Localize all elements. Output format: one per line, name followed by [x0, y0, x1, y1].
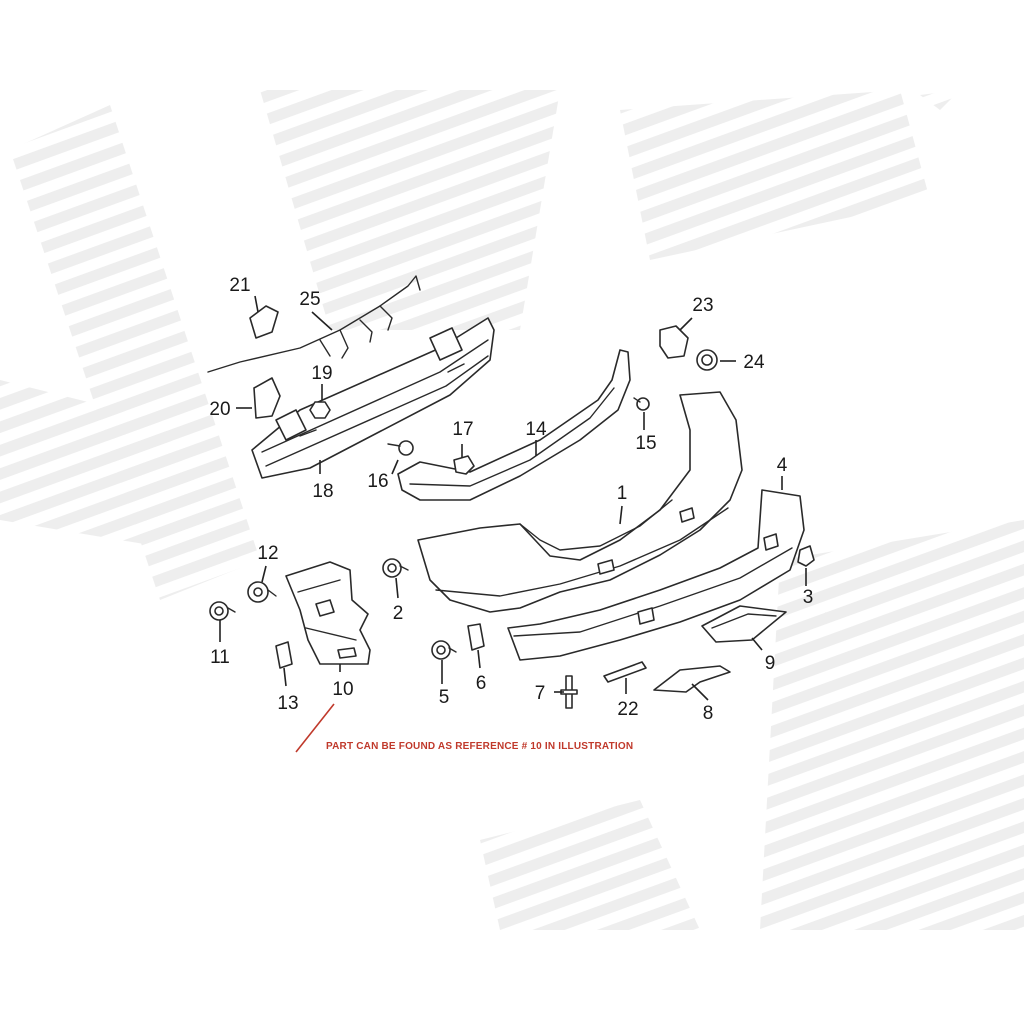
part-2-screw	[382, 558, 409, 578]
watermark	[0, 90, 1024, 930]
callout-15: 15	[635, 433, 656, 454]
part-5-screw	[431, 640, 457, 660]
callout-16: 16	[367, 471, 388, 492]
part-6-clip	[467, 623, 485, 651]
callout-24: 24	[743, 352, 765, 373]
callout-25: 25	[299, 289, 320, 310]
leader-lines	[219, 295, 807, 753]
callout-18: 18	[312, 481, 333, 502]
callout-11: 11	[210, 647, 230, 668]
callout-20: 20	[209, 399, 230, 420]
callout-3: 3	[803, 587, 814, 608]
callout-22: 22	[617, 699, 638, 720]
part-4-lower-valance	[507, 489, 805, 661]
callout-7: 7	[535, 683, 546, 704]
part-15-clip	[633, 397, 650, 411]
part-9-skid-plate	[701, 605, 787, 643]
part-14-energy-absorber	[397, 349, 631, 501]
callout-10: 10	[332, 679, 353, 700]
callout-13: 13	[277, 693, 298, 714]
part-3-clip	[797, 545, 815, 567]
callouts: 1 2 3 4 5 6 7 8 9 10 11 12 13 14 15 16 1…	[209, 275, 813, 724]
part-1-bumper-cover	[417, 391, 743, 613]
callout-14: 14	[525, 419, 547, 440]
callout-19: 19	[311, 363, 332, 384]
callout-1: 1	[617, 483, 628, 504]
callout-8: 8	[703, 703, 714, 724]
callout-23: 23	[692, 295, 713, 316]
part-20-bracket	[253, 377, 281, 419]
part-21-bracket	[249, 305, 279, 339]
part-11-screw	[209, 601, 236, 621]
callout-21: 21	[229, 275, 250, 296]
part-13-clip	[275, 641, 293, 669]
callout-6: 6	[476, 673, 487, 694]
callout-9: 9	[765, 653, 776, 674]
part-25-wiring-harness	[207, 275, 421, 373]
callout-4: 4	[777, 455, 788, 476]
part-17-clip	[453, 455, 475, 475]
part-12-grommet	[247, 581, 277, 603]
callout-2: 2	[393, 603, 404, 624]
part-18-reinforcement-beam	[251, 317, 495, 479]
reference-note: PART CAN BE FOUND AS REFERENCE # 10 IN I…	[326, 741, 633, 752]
part-16-bolt	[387, 440, 414, 456]
callout-17: 17	[452, 419, 473, 440]
part-24-grommet	[696, 349, 718, 371]
part-22-strip	[603, 661, 647, 683]
part-8-trim	[653, 665, 731, 693]
part-23-sensor-holder	[659, 325, 689, 359]
callout-5: 5	[439, 687, 450, 708]
part-19-nut	[309, 401, 331, 419]
part-10-splash-shield	[285, 561, 371, 665]
callout-12: 12	[257, 543, 278, 564]
